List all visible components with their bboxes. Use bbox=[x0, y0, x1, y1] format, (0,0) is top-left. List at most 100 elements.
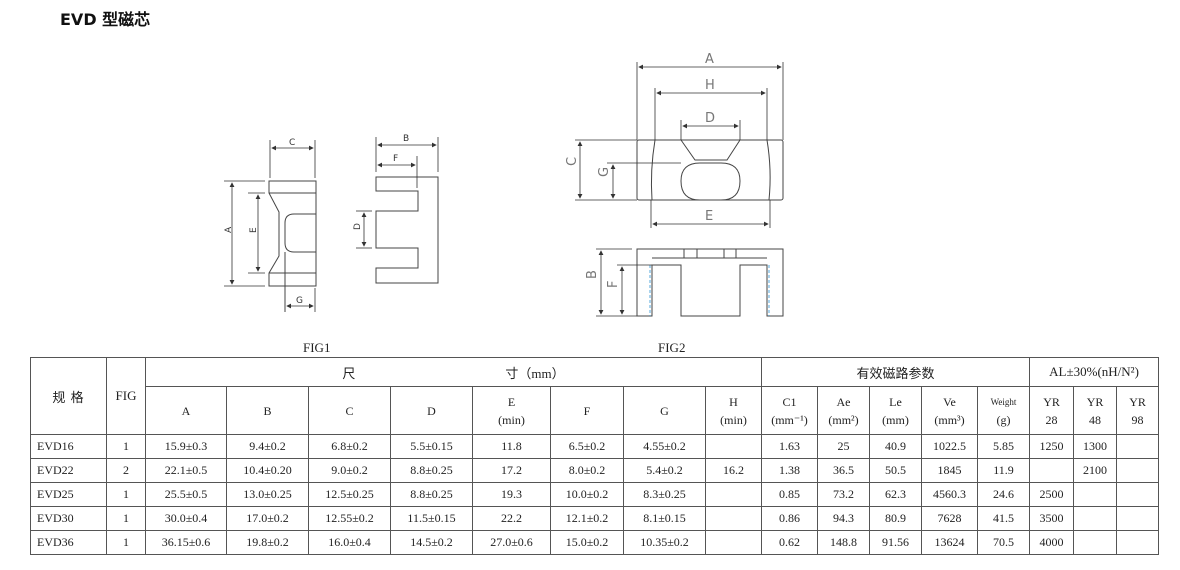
table-cell: 3500 bbox=[1029, 506, 1075, 531]
table-cell: 4560.3 bbox=[921, 482, 978, 507]
header-ae-unit: (mm²) bbox=[828, 412, 859, 427]
table-cell: 0.86 bbox=[761, 506, 818, 531]
table-cell bbox=[1116, 506, 1160, 531]
header-yr98-grade: 98 bbox=[1131, 412, 1144, 427]
header-c1-label: C1 bbox=[782, 394, 797, 409]
fig1-label-e: E bbox=[249, 227, 259, 233]
header-al: AL±30%(nH/N²) bbox=[1029, 357, 1160, 387]
fig1-label-b: B bbox=[403, 134, 409, 144]
header-ve-unit: (mm³) bbox=[934, 412, 965, 427]
header-yr28-grade: 28 bbox=[1045, 412, 1058, 427]
table-cell: 1 bbox=[106, 506, 146, 531]
header-a: A bbox=[145, 386, 227, 435]
page-title: EVD 型磁芯 bbox=[60, 10, 151, 29]
header-b: B bbox=[226, 386, 309, 435]
table-cell bbox=[1116, 530, 1160, 555]
table-cell: 0.62 bbox=[761, 530, 818, 555]
fig2-label-b: B bbox=[585, 270, 600, 279]
header-weight-label: Weight bbox=[990, 397, 1017, 407]
table-cell: 1250 bbox=[1029, 434, 1075, 459]
table-cell: 91.56 bbox=[869, 530, 922, 555]
header-yr98-label: YR bbox=[1129, 394, 1146, 409]
table-cell: 22.1±0.5 bbox=[145, 458, 227, 483]
table-cell: 1300 bbox=[1073, 434, 1118, 459]
cell-spec-name: EVD16 bbox=[30, 434, 107, 459]
header-e: E (min) bbox=[472, 386, 551, 435]
table-cell: 8.1±0.15 bbox=[623, 506, 706, 531]
table-cell: 8.8±0.25 bbox=[390, 482, 473, 507]
cell-spec-name: EVD30 bbox=[30, 506, 107, 531]
table-cell: 4.55±0.2 bbox=[623, 434, 706, 459]
header-yr98: YR 98 bbox=[1116, 386, 1160, 435]
table-cell bbox=[1073, 482, 1118, 507]
table-cell: 41.5 bbox=[976, 506, 1031, 531]
fig2-label-c: C bbox=[565, 157, 580, 166]
table-cell: 36.5 bbox=[817, 458, 870, 483]
table-cell bbox=[705, 434, 762, 459]
header-weight-unit: (g) bbox=[996, 413, 1011, 427]
header-le: Le(mm) bbox=[869, 386, 922, 435]
table-cell: 24.6 bbox=[976, 482, 1031, 507]
header-dimensions-label-b: 寸（mm） bbox=[505, 365, 565, 381]
cell-spec-name: EVD36 bbox=[30, 530, 107, 555]
header-e-sub: (min) bbox=[498, 412, 525, 427]
header-h-label: H bbox=[729, 394, 738, 409]
table-cell: 1.63 bbox=[761, 434, 818, 459]
table-cell: 36.15±0.6 bbox=[145, 530, 227, 555]
table-cell: 30.0±0.4 bbox=[145, 506, 227, 531]
header-c: C bbox=[308, 386, 391, 435]
table-cell: 2 bbox=[106, 458, 146, 483]
fig1-side-view: B F D bbox=[353, 134, 439, 284]
table-cell bbox=[1073, 506, 1118, 531]
table-cell: 25.5±0.5 bbox=[145, 482, 227, 507]
header-yr28-label: YR bbox=[1043, 394, 1060, 409]
table-cell: 5.4±0.2 bbox=[623, 458, 706, 483]
table-cell: 16.2 bbox=[705, 458, 762, 483]
table-cell: 6.8±0.2 bbox=[308, 434, 391, 459]
header-ve-label: Ve bbox=[943, 394, 956, 409]
table-cell: 2100 bbox=[1073, 458, 1118, 483]
table-cell bbox=[705, 482, 762, 507]
table-cell: 19.8±0.2 bbox=[226, 530, 309, 555]
table-cell: 4000 bbox=[1029, 530, 1075, 555]
header-yr28: YR 28 bbox=[1029, 386, 1075, 435]
table-cell bbox=[1116, 434, 1160, 459]
fig2-label-d: D bbox=[705, 111, 715, 126]
cell-spec-name: EVD22 bbox=[30, 458, 107, 483]
header-weight: Weight (g) bbox=[976, 386, 1031, 435]
table-cell: 1.38 bbox=[761, 458, 818, 483]
table-cell: 14.5±0.2 bbox=[390, 530, 473, 555]
table-cell: 7628 bbox=[921, 506, 978, 531]
table-cell bbox=[705, 530, 762, 555]
table-cell: 5.5±0.15 bbox=[390, 434, 473, 459]
table-cell: 27.0±0.6 bbox=[472, 530, 551, 555]
table-cell: 10.0±0.2 bbox=[550, 482, 624, 507]
fig2-label-h: H bbox=[705, 78, 715, 93]
table-cell: 6.5±0.2 bbox=[550, 434, 624, 459]
cell-spec-name: EVD25 bbox=[30, 482, 107, 507]
table-cell: 22.2 bbox=[472, 506, 551, 531]
table-cell: 62.3 bbox=[869, 482, 922, 507]
table-cell: 15.9±0.3 bbox=[145, 434, 227, 459]
table-cell: 10.4±0.20 bbox=[226, 458, 309, 483]
fig1-front-view: C A E G bbox=[224, 138, 317, 312]
fig2-label-e: E bbox=[705, 209, 713, 224]
fig2-top-view: A H D E C G bbox=[565, 52, 784, 228]
table-cell bbox=[1029, 458, 1075, 483]
header-le-label: Le bbox=[889, 394, 902, 409]
header-e-label: E bbox=[507, 394, 516, 409]
table-cell: 13624 bbox=[921, 530, 978, 555]
header-g: G bbox=[623, 386, 706, 435]
table-cell: 9.0±0.2 bbox=[308, 458, 391, 483]
fig2-label-f: F bbox=[606, 281, 621, 288]
header-ae: Ae(mm²) bbox=[817, 386, 870, 435]
header-yr48-label: YR bbox=[1086, 394, 1104, 409]
table-cell: 1845 bbox=[921, 458, 978, 483]
table-cell bbox=[1073, 530, 1118, 555]
header-ve: Ve (mm³) bbox=[921, 386, 978, 435]
header-d: D bbox=[390, 386, 473, 435]
